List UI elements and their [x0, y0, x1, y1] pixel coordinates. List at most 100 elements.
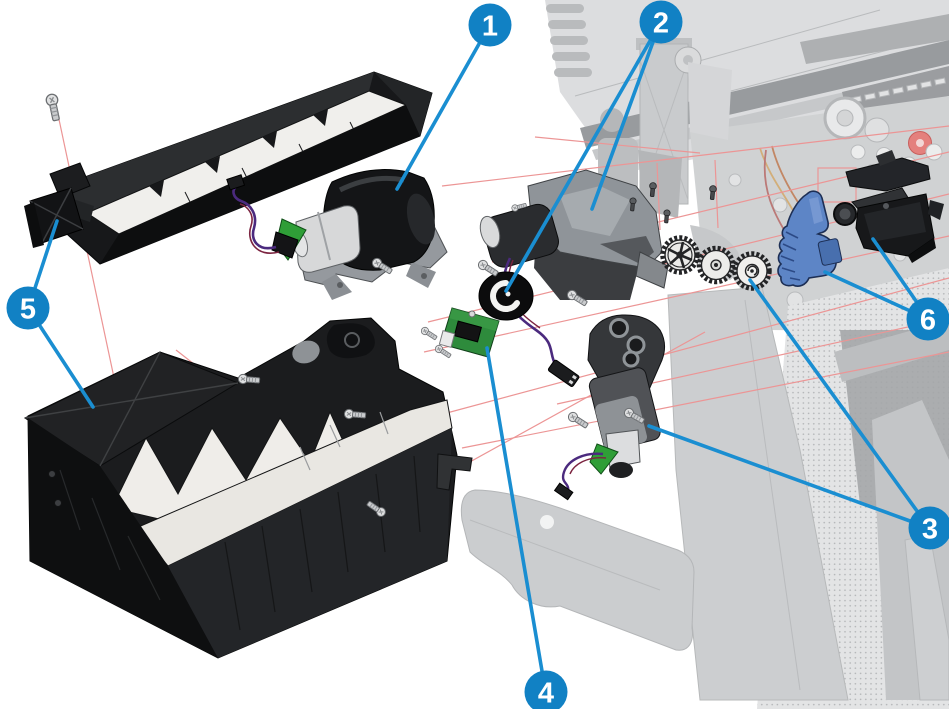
gear-set: [660, 235, 772, 291]
callout-1: 1: [468, 3, 512, 47]
container-bolt: [48, 470, 56, 478]
hump-ring: [344, 332, 360, 348]
motor3-wire-maroon: [569, 457, 607, 475]
callout-5-circle: [6, 286, 50, 330]
callout-3-label: 3: [922, 514, 938, 546]
callout-1-circle: [468, 3, 512, 47]
fin-stack: [546, 4, 592, 77]
motor2-end-cap: [479, 215, 501, 249]
motor3-pcb-wedge: [589, 443, 619, 475]
motor1-wire-maroon: [239, 203, 280, 254]
encoder-disc: [478, 271, 534, 321]
waste-container: [23, 317, 473, 659]
callout-2-circle: [639, 0, 683, 44]
motor-3: [553, 314, 666, 501]
alignment-line: [442, 277, 949, 415]
wire-end-connector: [547, 359, 580, 387]
callout-5-label: 5: [20, 294, 36, 326]
stand-foot: [460, 489, 695, 651]
motor1-foot-hole: [421, 273, 427, 279]
housing-arm: [635, 251, 669, 289]
leader-6a: [823, 270, 910, 312]
bar-end-face: [374, 72, 432, 136]
callout-3-circle: [908, 506, 949, 550]
leader-2a: [504, 39, 652, 293]
callout-6: 6: [906, 297, 949, 341]
top-strip: [800, 14, 949, 64]
pcb-bevel: [449, 308, 499, 331]
callout-2: 2: [639, 0, 683, 44]
callout-4: 4: [524, 670, 568, 709]
pcb-chip: [453, 320, 483, 343]
latch-tab: [876, 150, 896, 166]
bar-end-cap: [24, 162, 94, 248]
callout-6-label: 6: [920, 305, 936, 337]
latch-top-bar: [845, 157, 931, 192]
motor1-foot: [322, 274, 352, 300]
screw-icon: [44, 92, 63, 123]
bar-front-band: [100, 105, 420, 264]
hump-cylinder: [292, 340, 320, 364]
leader-5a: [33, 219, 59, 290]
gear-right: [732, 251, 772, 291]
callout-5: 5: [6, 286, 50, 330]
latch-side-nub: [928, 200, 944, 220]
background-gear-small: [864, 117, 890, 143]
motor3-wire-connector: [553, 482, 574, 501]
cap-x-ribs: [29, 187, 84, 244]
container-hump: [326, 323, 375, 359]
motor1-gearbox-cylinder: [295, 205, 361, 273]
alignment-line: [461, 351, 949, 449]
container-left-face: [28, 418, 218, 658]
latch-ring-hole: [839, 208, 851, 220]
alignment-line: [534, 136, 701, 154]
background-gear-hub: [836, 109, 854, 127]
motor1-highlight: [338, 175, 405, 193]
lever-block: [817, 238, 843, 266]
callout-4-label: 4: [538, 678, 554, 709]
cap-upper-block: [49, 162, 91, 199]
pcb-screw-dot: [468, 310, 476, 318]
screw-icon: [419, 325, 439, 342]
left-face-streaks: [59, 469, 161, 601]
callout-2-label: 2: [653, 8, 669, 40]
motor1-foot-hole: [337, 282, 343, 288]
lever-highlight: [809, 197, 823, 224]
bar-seams: [184, 121, 357, 205]
absorber-cover-bar: [57, 71, 433, 265]
disc-hub: [505, 291, 511, 297]
disc-body: [478, 271, 534, 321]
motor1-wire-purple: [232, 184, 277, 250]
container-bracket: [436, 453, 473, 491]
blue-ratchet-lever: [777, 190, 843, 287]
lid-x-crease: [24, 351, 239, 467]
callout-4-circle: [524, 670, 568, 709]
leader-3a: [748, 278, 919, 513]
motor1-wire-connector: [226, 174, 246, 191]
callout-3: 3: [908, 506, 949, 550]
platen-tabs: [850, 77, 947, 104]
alignment-line: [714, 159, 719, 229]
printer-chassis-background: [460, 0, 949, 709]
hanging-bracket: [638, 150, 682, 218]
leader-3b: [647, 424, 912, 523]
container-right-face: [168, 428, 452, 658]
sensor-pcb: [438, 307, 500, 358]
housing-facet: [560, 186, 630, 236]
red-gear-hub: [916, 139, 924, 147]
leader-1: [395, 42, 481, 191]
callouts: 1 2 3 4 5 6: [6, 0, 949, 709]
cap-flange: [24, 202, 44, 248]
latch-lip: [908, 238, 936, 263]
gear-spoked: [660, 235, 700, 275]
leader-2b: [590, 40, 655, 211]
bracket-ring: [609, 318, 629, 338]
bar-top-frame: [60, 72, 374, 213]
alignment-line: [423, 235, 949, 353]
latch-facet: [864, 202, 926, 242]
callout-1-label: 1: [482, 11, 498, 43]
latch-dot: [883, 203, 889, 209]
callout-6-circle: [906, 297, 949, 341]
